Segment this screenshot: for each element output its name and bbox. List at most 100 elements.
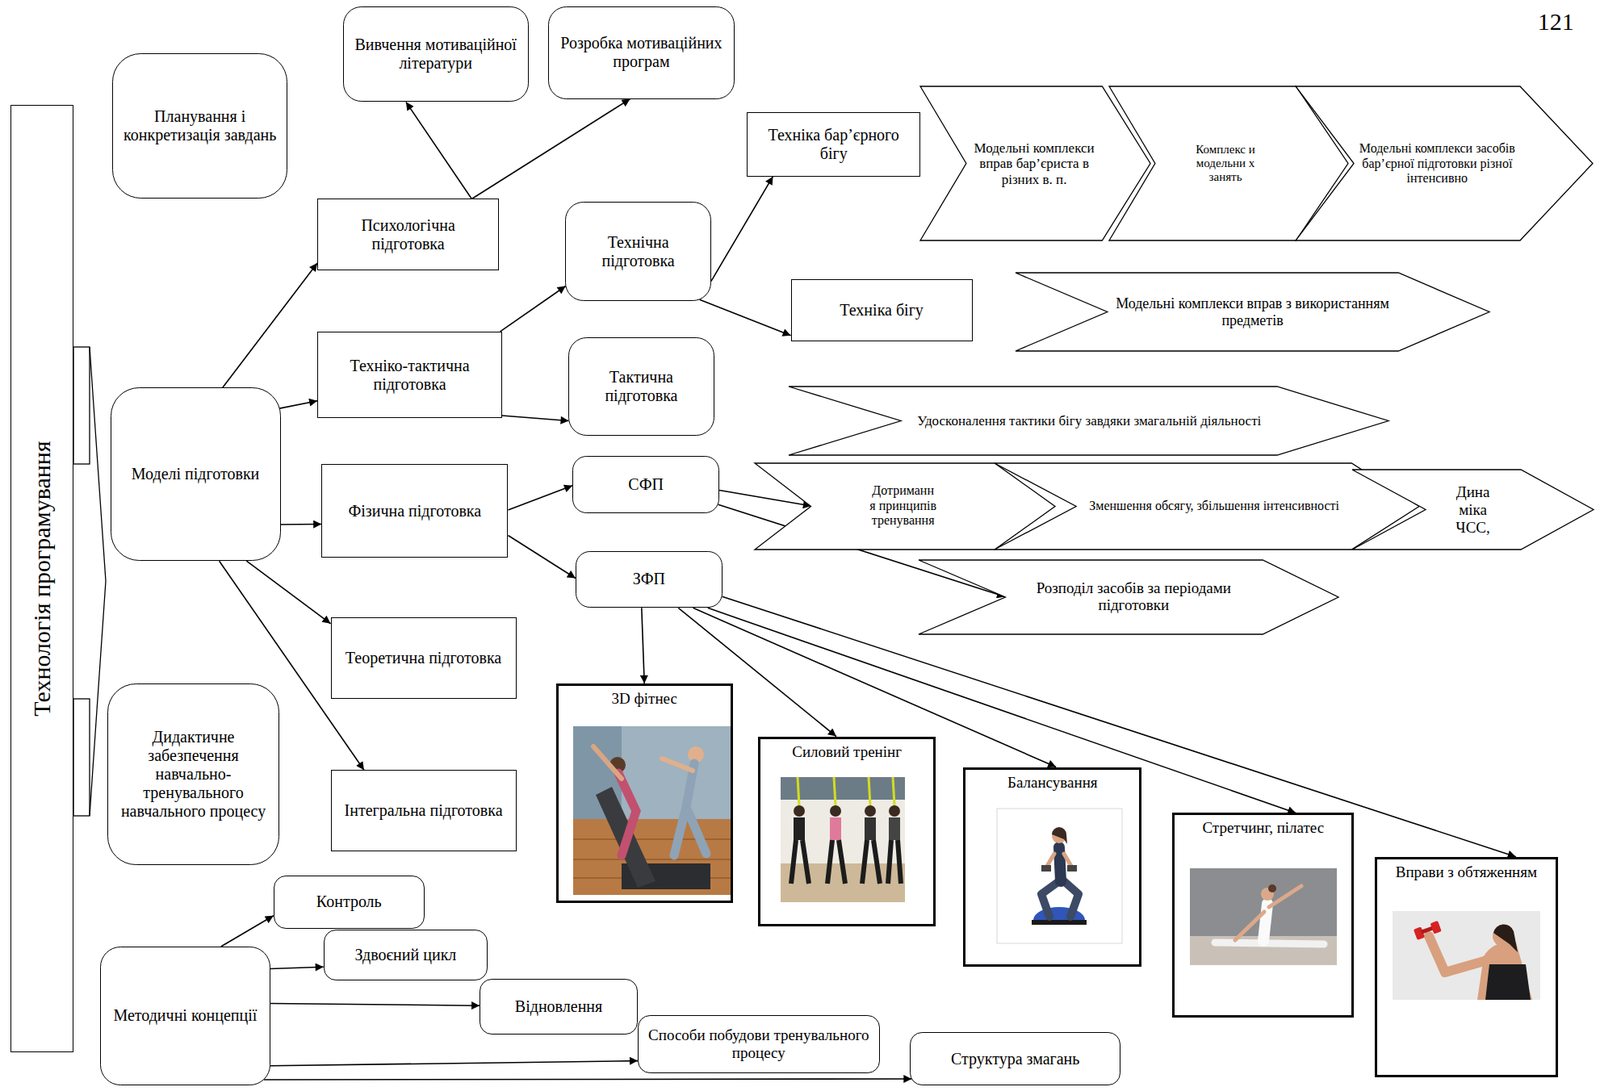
chevron-step: Зменшення обсягу, збільшення інтенсивнос… (994, 462, 1420, 551)
connector-arrow (406, 101, 472, 199)
process-box: Техніко-тактична підготовка (317, 331, 503, 419)
connector-arrow (246, 561, 331, 625)
box-label: Методичні концепції (113, 1006, 257, 1026)
box-label: 3D фітнес (611, 690, 678, 708)
rounded-box: Планування і конкретизація завдань (112, 53, 288, 200)
chevron-step: Модельні комплекси засобів бар’єрної під… (1295, 85, 1594, 242)
chevron-outline (1015, 272, 1490, 352)
process-box: Техніка бігу (791, 279, 973, 342)
rounded-box: Вивчення мотиваційної літератури (343, 6, 529, 103)
photo-card: Вправи з обтяженням (1374, 857, 1559, 1078)
connector-arrow (263, 1079, 912, 1081)
strength-photo (780, 777, 905, 903)
box-label: Балансування (1007, 774, 1098, 792)
process-box: Теоретична підготовка (330, 617, 517, 700)
box-label: Відновлення (515, 997, 603, 1017)
box-label: Планування і конкретизація завдань (121, 107, 279, 145)
chevron-outline (1109, 86, 1349, 241)
process-box: Фізична підготовка (321, 464, 508, 558)
rounded-box: Відновлення (479, 979, 638, 1035)
chevron-step: Дотриманн я принципів тренування (754, 462, 1056, 551)
chevron-step: Модельні комплекси вправ бар’єриста в рі… (920, 85, 1152, 242)
box-label: Модельні комплекси вправ з використанням… (1111, 295, 1393, 329)
connector-arrow (699, 299, 792, 336)
rounded-box: Моделі підготовки (110, 387, 281, 562)
box-label: Способи побудови тренувального процесу (646, 1026, 872, 1063)
box-label: Психологічна підготовка (324, 216, 492, 254)
connector-arrow (222, 263, 318, 388)
rounded-box: Способи побудови тренувального процесу (637, 1015, 880, 1074)
rounded-box: Контроль (273, 875, 425, 930)
rounded-box: Дидактичне забезпечення навчально-тренув… (107, 683, 281, 866)
connector-arrow (280, 523, 323, 526)
connector-arrow (722, 596, 1517, 858)
chevron-outline (1352, 469, 1594, 550)
connector-arrow (221, 916, 274, 947)
page-number: 121 (1537, 8, 1575, 35)
rounded-box: ЗФП (575, 551, 723, 609)
fitness-photo (573, 726, 733, 896)
box-label: Інтегральна підготовка (344, 801, 503, 821)
connector-arrow (500, 285, 566, 331)
box-label: Теоретична підготовка (345, 649, 502, 668)
box-label: Дина міка ЧСС, (1453, 483, 1494, 537)
rounded-box: Тактична підготовка (568, 337, 715, 436)
chevron-step: Удосконалення тактики бігу завдяки змага… (788, 385, 1390, 457)
chevron-outline (918, 560, 1339, 635)
photo-card: Стретчинг, пілатес (1172, 812, 1354, 1018)
connector-arrow (678, 607, 837, 737)
connector-arrow (471, 99, 630, 200)
box-label: Моделі підготовки (131, 464, 260, 484)
box-label: Комплекс и модельни х занять (1195, 142, 1257, 185)
box-label: Фізична підготовка (347, 502, 482, 521)
box-label: Розробка мотиваційних програм (557, 33, 726, 72)
process-box: Інтегральна підготовка (330, 770, 517, 852)
weights-photo (1392, 911, 1541, 1001)
box-label: Тактична підготовка (577, 368, 706, 406)
connector-arrow (270, 1003, 480, 1006)
rounded-box: Структура змагань (909, 1032, 1120, 1086)
chevron-outline (920, 86, 1151, 241)
chevron-step: Дина міка ЧСС, (1352, 469, 1595, 551)
chevron-step: Розподіл засобів за періодами підготовки (918, 559, 1340, 636)
box-label: Технічна підготовка (573, 233, 703, 271)
box-label: Вивчення мотиваційної літератури (351, 35, 520, 73)
rounded-box: Здвоєний цикл (323, 929, 489, 981)
connector-arrow (707, 607, 1297, 813)
box-label: Зменшення обсягу, збільшення інтенсивнос… (1089, 498, 1340, 514)
process-box: Психологічна підготовка (317, 198, 499, 270)
box-label: Силовий тренінг (791, 743, 902, 762)
connector-arrow (507, 485, 573, 511)
box-label: Техніко-тактична підготовка (324, 356, 495, 394)
connector-arrow (502, 415, 570, 422)
box-label: Розподіл засобів за періодами підготовки (1009, 579, 1258, 616)
chevron-outline (788, 386, 1389, 456)
rounded-box: Розробка мотиваційних програм (548, 6, 735, 100)
box-label: Вправи з обтяженням (1395, 863, 1538, 882)
photo-card: 3D фітнес (556, 683, 733, 904)
vertical-title: Технологія програмування (28, 441, 57, 717)
box-label: Техніка бігу (839, 301, 924, 320)
rounded-box: Технічна підготовка (565, 201, 712, 302)
box-label: Модельні комплекси вправ бар’єриста в рі… (971, 140, 1098, 189)
chevron-outline (994, 463, 1420, 550)
photo-card: Силовий тренінг (758, 737, 936, 927)
box-label: Стретчинг, пілатес (1202, 819, 1324, 838)
rounded-box: Методичні концепції (100, 946, 271, 1086)
box-label: Удосконалення тактики бігу завдяки змага… (917, 413, 1261, 430)
photo-card: Балансування (963, 767, 1142, 968)
connector-arrow (711, 176, 773, 282)
box-label: Дидактичне забезпечення навчально-тренув… (116, 728, 272, 821)
chevron-outline (1295, 86, 1593, 241)
connector-arrow (270, 967, 324, 969)
connector-arrow (507, 535, 575, 579)
box-label: Структура змагань (950, 1050, 1081, 1069)
box-label: Модельні комплекси засобів бар’єрної під… (1358, 141, 1516, 186)
vertical-title-box: Технологія програмування (10, 104, 74, 1053)
box-label: ЗФП (632, 569, 666, 589)
box-label: Контроль (316, 892, 382, 912)
process-box: Техніка бар’єрного бігу (746, 112, 921, 177)
connector-arrow (279, 401, 318, 409)
chevron-outline (754, 463, 1056, 550)
box-label: Техніка бар’єрного бігу (753, 125, 914, 164)
